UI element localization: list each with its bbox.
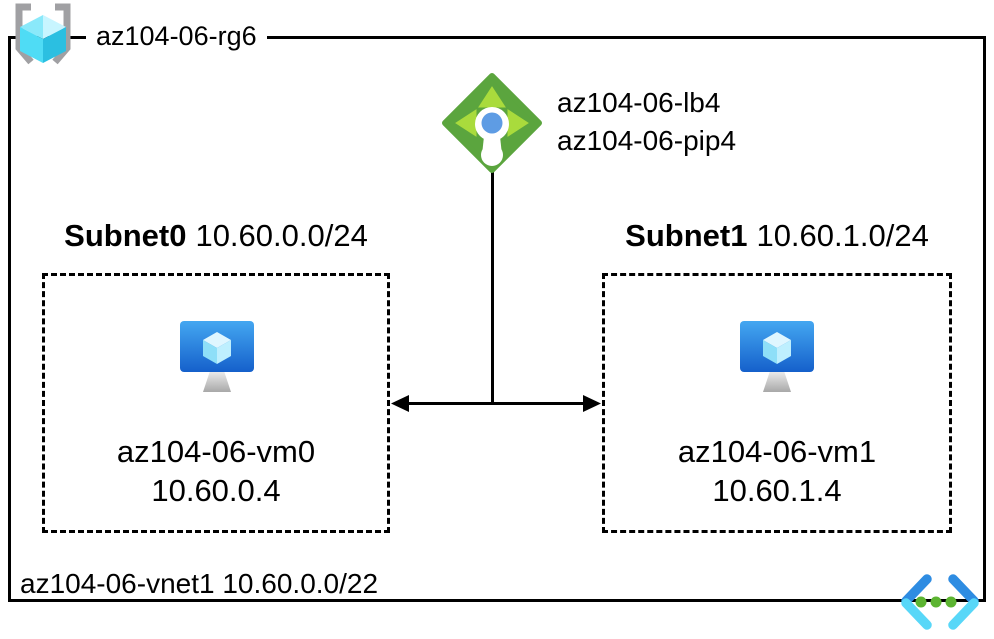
vnet-dots <box>915 596 957 608</box>
arrowhead-right <box>583 395 601 412</box>
virtual-network-icon <box>898 573 982 631</box>
resource-group-icon <box>6 2 80 68</box>
load-balancer-label: az104-06-lb4 az104-06-pip4 <box>557 84 736 160</box>
vnet-label: az104-06-vnet1 10.60.0.0/22 <box>20 568 379 599</box>
subnet1-cidr: 10.60.1.0/24 <box>756 218 929 253</box>
subnet1-box <box>602 273 952 533</box>
load-balancer-icon <box>440 71 544 175</box>
subnet0-box <box>42 273 390 533</box>
subnet1-name: Subnet1 <box>625 218 748 253</box>
virtual-machine-icon-vm1 <box>740 321 814 397</box>
subnet0-cidr: 10.60.0.0/24 <box>195 218 368 253</box>
arrowhead-left <box>391 395 409 412</box>
vm1-label: az104-06-vm1 10.60.1.4 <box>602 432 952 510</box>
vnet-chevrons <box>901 574 979 630</box>
lb-blue-dot <box>481 112 503 134</box>
vm-cube <box>203 332 231 364</box>
vm1-ip: 10.60.1.4 <box>712 473 842 508</box>
vm-stand <box>763 371 791 392</box>
subnet0-name: Subnet0 <box>64 218 187 253</box>
rg-cube <box>20 15 66 63</box>
vm-stand <box>203 371 231 392</box>
vm0-ip: 10.60.0.4 <box>151 473 281 508</box>
resource-group-boundary-box <box>8 36 986 602</box>
rg-brackets <box>15 3 71 65</box>
load-balancer-public-ip: az104-06-pip4 <box>557 125 737 156</box>
vm0-label: az104-06-vm0 10.60.0.4 <box>42 432 390 510</box>
virtual-machine-icon-vm0 <box>180 321 254 397</box>
vm-cube <box>763 332 791 364</box>
vm0-name: az104-06-vm0 <box>116 434 316 469</box>
vm1-name: az104-06-vm1 <box>677 434 877 469</box>
resource-group-label: az104-06-rg6 <box>86 17 267 55</box>
load-balancer-name: az104-06-lb4 <box>557 87 721 118</box>
